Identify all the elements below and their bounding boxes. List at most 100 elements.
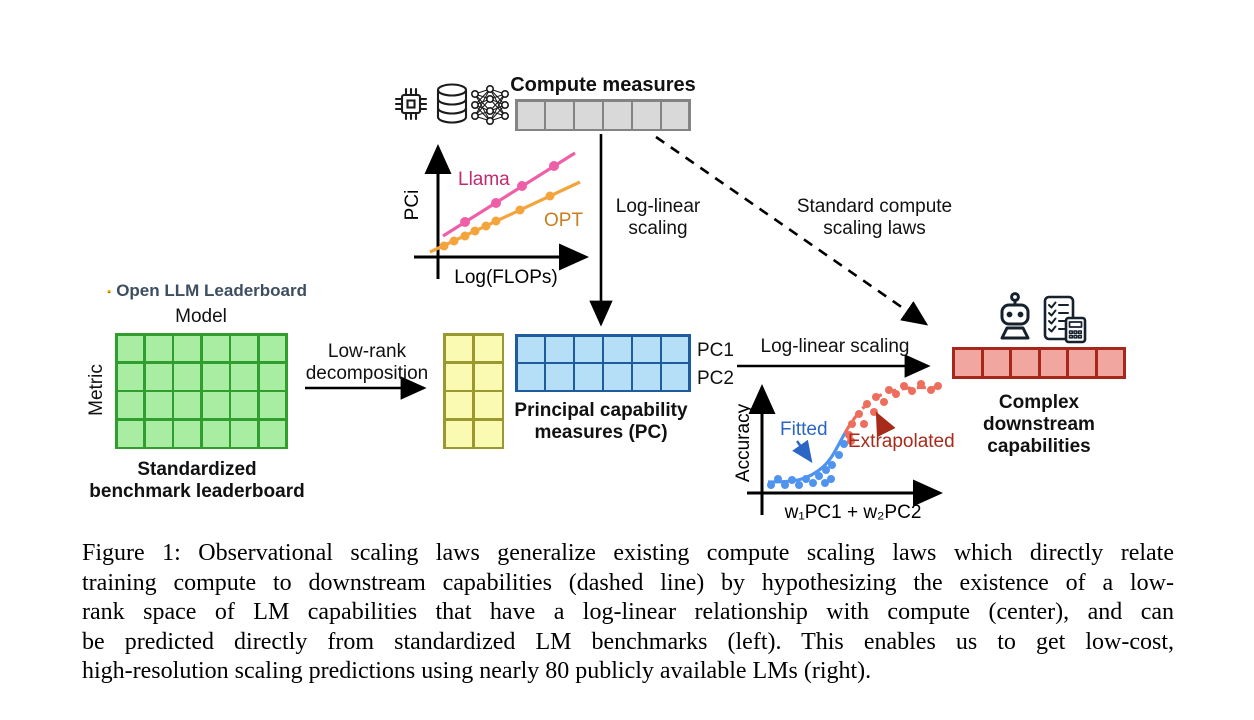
grid-cell [445,392,473,419]
grid-cell [662,364,689,390]
log-linear-scaling-vertical-label: Log-linear scaling [615,196,701,240]
compute-measures-label: Compute measures [510,74,696,96]
chip-icon [394,87,428,121]
pc-matrix-grid [515,334,691,392]
grid-cell [117,363,144,390]
metric-axis-label: Metric [85,364,107,416]
grid-cell [546,101,573,129]
grid-cell [1097,350,1123,376]
grid-cell [259,392,286,419]
grid-cell [174,392,201,419]
compute-measures-grid [515,99,691,131]
grid-cell [517,364,544,390]
fitted-points [767,440,848,489]
grid-cell [231,392,258,419]
log-linear-scaling-horizontal-label: Log-linear scaling [760,336,910,357]
grid-cell [174,363,201,390]
neural-network-icon [470,85,509,125]
grid-cell [117,420,144,447]
grid-cell [474,420,502,447]
benchmark-leaderboard-caption: Standardized benchmark leaderboard [89,459,305,503]
grid-cell [662,101,689,129]
grid-cell [145,335,172,362]
caption-line: rank space of LM capabilities that have … [82,599,1174,625]
leaderboard-header: Open LLM Leaderboard [107,281,307,301]
grid-cell [202,363,229,390]
accuracy-sigmoid-plot: Accuracy Fitted Extrapolated w₁PC1 + w₂P… [735,380,955,523]
grid-cell [1069,350,1095,376]
grid-cell [662,336,689,362]
pc1-row-label: PC1 [697,340,734,361]
robot-icon [1000,292,1030,340]
fitted-curve [767,432,847,484]
grid-cell [174,420,201,447]
grid-cell [445,335,473,362]
grid-cell [604,101,631,129]
standard-compute-dashed-arrow [655,135,929,326]
grid-cell [117,335,144,362]
hugging-face-icon [107,289,111,293]
llama-series [442,151,576,238]
extrapolated-points [845,380,942,445]
caption-line: Figure 1: Observational scaling laws gen… [82,540,1174,566]
grid-cell [517,101,544,129]
grid-cell [231,335,258,362]
benchmark-leaderboard-grid [115,333,288,449]
grid-cell [174,335,201,362]
grid-cell [633,101,660,129]
grid-cell [633,336,660,362]
leaderboard-header-text: Open LLM Leaderboard [116,281,307,300]
grid-cell [474,392,502,419]
grid-cell [1040,350,1066,376]
grid-cell [259,363,286,390]
grid-cell [259,420,286,447]
caption-line: training compute to downstream capabilit… [82,569,1174,596]
grid-cell [604,364,631,390]
fitted-annotation-arrow [792,439,813,463]
grid-cell [955,350,981,376]
grid-cell [575,101,602,129]
grid-cell [202,392,229,419]
pc2-row-label: PC2 [697,368,734,389]
low-rank-matrix-grid [443,333,504,449]
downstream-capabilities-grid [952,347,1126,379]
grid-cell [145,363,172,390]
grid-cell [474,363,502,390]
caption-line: be predicted directly from standardized … [82,628,1174,655]
extrapolated-label: Extrapolated [848,431,955,452]
grid-cell [546,364,573,390]
pc-caption: Principal capability measures (PC) [514,400,688,444]
downstream-caption: Complex downstream capabilities [983,392,1095,458]
grid-cell [633,364,660,390]
low-rank-decomposition-label: Low-rank decomposition [305,341,429,385]
grid-cell [474,335,502,362]
grid-cell [517,336,544,362]
grid-cell [604,336,631,362]
x-axis-label: w₁PC1 + w₂PC2 [784,502,922,523]
extrapolated-annotation-arrow [875,411,896,438]
pci-flops-plot: PCi Log(FLOPs) Llama OPT [402,144,589,288]
database-icon [436,83,468,124]
caption-line: high-resolution scaling predictions usin… [82,658,872,684]
grid-cell [259,335,286,362]
y-axis-label: PCi [402,190,423,221]
y-axis-label: Accuracy [735,403,754,482]
figure-caption: Figure 1: Observational scaling laws gen… [82,539,1174,687]
grid-cell [983,350,1009,376]
llama-series-label: Llama [458,169,510,190]
opt-series-label: OPT [544,210,583,231]
opt-series [429,180,581,254]
standard-compute-scaling-laws-label: Standard compute scaling laws [796,196,953,240]
grid-cell [145,392,172,419]
grid-cell [145,420,172,447]
model-axis-label: Model [175,306,227,327]
grid-cell [117,392,144,419]
grid-cell [546,336,573,362]
x-axis-label: Log(FLOPs) [454,267,557,288]
grid-cell [231,363,258,390]
grid-cell [445,420,473,447]
fitted-label: Fitted [780,419,828,440]
grid-cell [575,364,602,390]
